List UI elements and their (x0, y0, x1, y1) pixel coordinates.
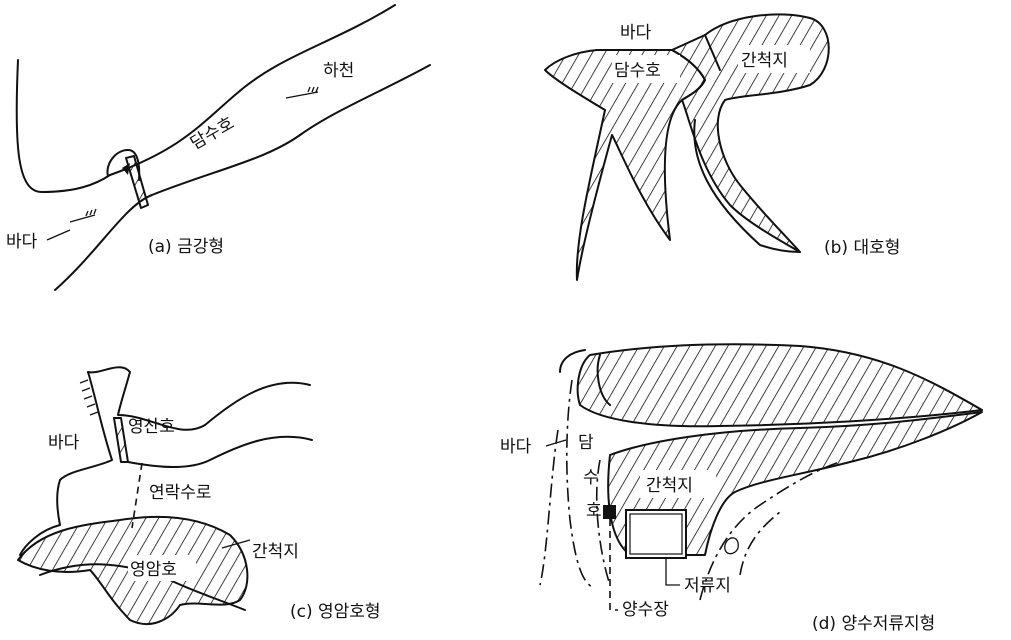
panel-c-label-yeongam: 영암호 (130, 560, 177, 580)
panel-c-label-yeongsan: 영산호 (128, 417, 175, 437)
panel-a: 담수호 하천 바다 (a) 금강형 (6, 5, 430, 290)
panel-d-label-tidal: 간척지 (646, 476, 693, 496)
panel-c-label-tidal: 간척지 (252, 542, 299, 562)
panel-d-inner-dash (740, 512, 780, 575)
panel-d-islet (725, 538, 738, 554)
panel-a-label-sea: 바다 (6, 232, 38, 252)
panel-d: 바다 담 수 호 간척지 저류지 양수장 (d) 양수저류지형 (500, 344, 982, 634)
panel-a-dam-marker (122, 163, 130, 175)
panel-d-label-lake-2: 수 (583, 468, 599, 488)
panel-a-river-upper-bank (110, 5, 395, 175)
panel-d-pump-station (603, 505, 616, 519)
panel-c-lake-lower-bank (128, 437, 312, 467)
panel-d-label-sea: 바다 (500, 437, 532, 457)
panel-b-label-sea: 바다 (620, 23, 652, 43)
panel-b-label-tidal: 간척지 (741, 51, 788, 71)
panel-d-hatched-upper (578, 344, 982, 426)
panel-b: 바다 담수호 간척지 (b) 대호형 (545, 14, 900, 280)
panel-b-land-main (545, 50, 705, 280)
panel-a-river-marker (286, 87, 318, 98)
panel-c-label-sea: 바다 (48, 433, 80, 453)
panel-a-sea-marker (70, 209, 96, 222)
panel-d-label-lake-3: 호 (586, 501, 602, 521)
panel-a-label-lake: 담수호 (187, 113, 238, 154)
panel-a-river-lower-bank (55, 65, 430, 290)
panel-b-caption: (b) 대호형 (824, 238, 900, 258)
panel-c-dam (114, 418, 128, 462)
panel-a-sea-leader (47, 230, 70, 240)
panel-d-lake-left (540, 430, 558, 585)
panel-d-caption: (d) 양수저류지형 (812, 614, 935, 634)
panel-d-label-reservoir: 저류지 (684, 576, 731, 596)
panel-d-reservoir (626, 510, 686, 558)
panel-a-coast-line (17, 60, 110, 192)
panel-d-reservoir-leader (666, 558, 680, 585)
panel-c: 바다 영산호 연락수로 간척지 영암호 (c) 영암호형 (18, 367, 381, 624)
panel-c-label-channel: 연락수로 (149, 483, 212, 503)
panel-b-label-lake: 담수호 (614, 61, 661, 81)
panel-c-caption: (c) 영암호형 (290, 602, 381, 622)
panel-a-label-river: 하천 (323, 61, 354, 81)
panel-a-caption: (a) 금강형 (148, 237, 224, 257)
panel-d-label-pump: 양수장 (622, 600, 669, 620)
panel-d-label-lake-1: 담 (578, 433, 594, 453)
